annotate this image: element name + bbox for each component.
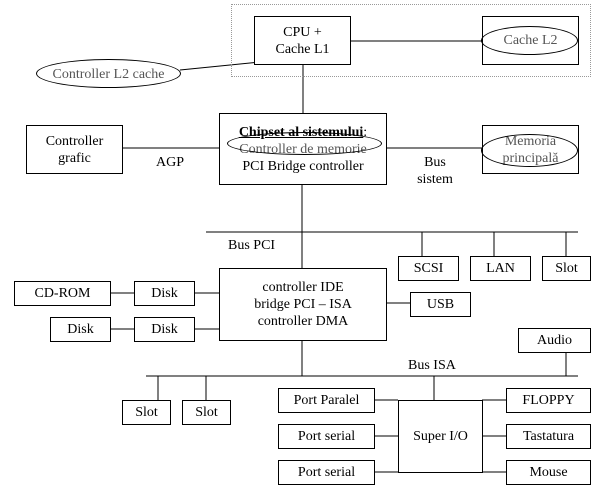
cpu-box[interactable]: CPU + Cache L1 [254,16,351,65]
bus-sistem-line1: Bus [424,155,446,170]
disk-box[interactable]: Disk [134,281,195,306]
port-paralel-box[interactable]: Port Paralel [278,388,375,413]
bus-sistem-line2: sistem [417,172,453,187]
ide-line1: controller IDE [262,280,344,295]
controller-l2-label: Controller L2 cache [52,67,165,82]
pci-slot-box[interactable]: Slot [542,256,591,281]
scsi-box[interactable]: SCSI [398,256,459,281]
bus-sistem-label: Bus sistem [405,154,465,188]
cdrom-box[interactable]: CD-ROM [14,281,111,306]
agp-label: AGP [155,155,184,170]
chipset-title-suffix: : [363,124,368,140]
mouse-box[interactable]: Mouse [506,460,591,485]
floppy-box[interactable]: FLOPPY [506,388,591,413]
isa-slot-box[interactable]: Slot [182,400,231,425]
memory-box[interactable]: Memoria principală [481,125,579,174]
bus-isa-label: Bus ISA [408,358,456,373]
ide-line3: controller DMA [257,314,349,329]
chipset-box[interactable]: Chipset al sistemului: Controller de mem… [219,113,387,185]
graphic-controller-box[interactable]: Controller grafic [26,125,123,174]
cpu-line2: Cache L1 [275,41,330,57]
isa-slot-box[interactable]: Slot [122,400,171,425]
cache-l2-ellipse [481,26,578,55]
pci-bridge-label: PCI Bridge controller [242,158,364,174]
port-serial-box[interactable]: Port serial [278,460,375,485]
cpu-cache-group [231,4,591,77]
ide-bridge-box[interactable]: controller IDE bridge PCI – ISA controll… [219,268,387,341]
cache-l2-box[interactable]: Cache L2 [481,16,579,65]
graphic-line1: Controller [45,133,104,149]
bus-pci-label: Bus PCI [228,238,276,253]
lan-box[interactable]: LAN [470,256,531,281]
audio-box[interactable]: Audio [518,328,591,353]
disk-box[interactable]: Disk [50,317,111,342]
disk-box[interactable]: Disk [134,317,195,342]
ide-line2: bridge PCI – ISA [254,297,352,312]
port-serial-box[interactable]: Port serial [278,424,375,449]
memory-controller-ellipse [227,132,382,155]
keyboard-box[interactable]: Tastatura [506,424,591,449]
controller-l2-ellipse[interactable] [36,59,181,88]
usb-box[interactable]: USB [410,292,471,317]
graphic-line2: grafic [58,150,91,166]
super-io-box[interactable]: Super I/O [398,400,483,473]
memory-ellipse [481,134,578,167]
cpu-line1: CPU + [283,24,322,40]
